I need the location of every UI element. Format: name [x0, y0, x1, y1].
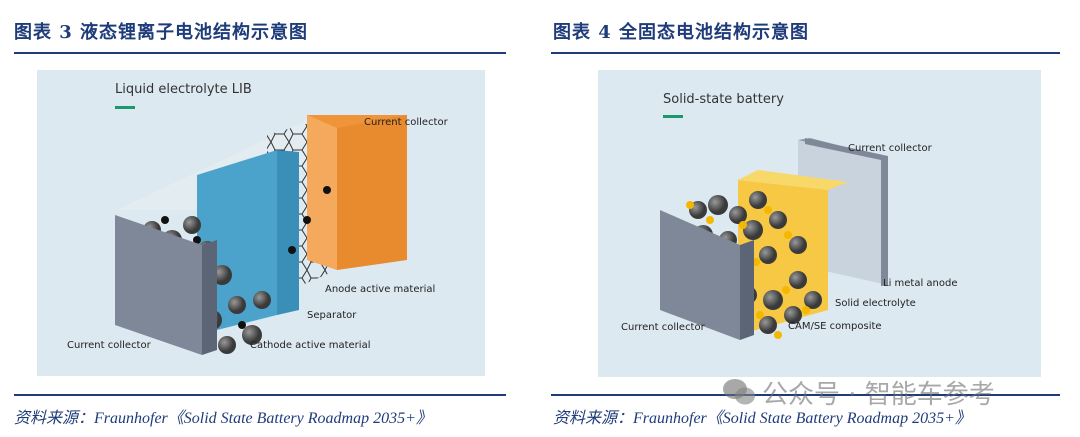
diagram-title: Liquid electrolyte LIB: [115, 82, 252, 97]
figure-3-source: 资料来源：Fraunhofer《Solid State Battery Road…: [14, 410, 432, 427]
figure-4-source: 资料来源：Fraunhofer《Solid State Battery Road…: [553, 410, 971, 427]
diagram-title: Solid-state battery: [663, 92, 784, 107]
solid-state-diagram: Solid-state battery Current collector Li…: [598, 70, 1041, 377]
figure-4-title: 图表 4 全固态电池结构示意图: [553, 22, 810, 43]
accent-bar: [115, 106, 135, 109]
label-current-collector-top: Current collector: [364, 117, 448, 128]
wechat-icon: [723, 379, 755, 405]
accent-bar: [663, 115, 683, 118]
watermark: 公众号 · 智能车参考: [762, 380, 995, 410]
solid-state-illustration: [660, 138, 888, 340]
label-current-collector-bottom: Current collector: [621, 322, 705, 333]
figure-3-title: 图表 3 液态锂离子电池结构示意图: [14, 22, 309, 43]
liquid-lib-illustration: [115, 115, 407, 355]
liquid-lib-diagram: Liquid electrolyte LIB Current collector…: [37, 70, 485, 376]
label-current-collector-bottom: Current collector: [67, 340, 151, 351]
title-rule: [14, 52, 506, 54]
source-rule: [551, 394, 1060, 396]
label-current-collector-top: Current collector: [848, 143, 932, 154]
label-li-metal-anode: Li metal anode: [883, 278, 958, 289]
label-cathode: Cathode active material: [250, 340, 371, 351]
label-anode: Anode active material: [325, 284, 436, 295]
label-solid-electrolyte: Solid electrolyte: [835, 298, 916, 309]
label-composite: CAM/SE composite: [788, 321, 882, 332]
label-separator: Separator: [307, 310, 357, 321]
source-rule: [14, 394, 506, 396]
title-rule: [551, 52, 1060, 54]
